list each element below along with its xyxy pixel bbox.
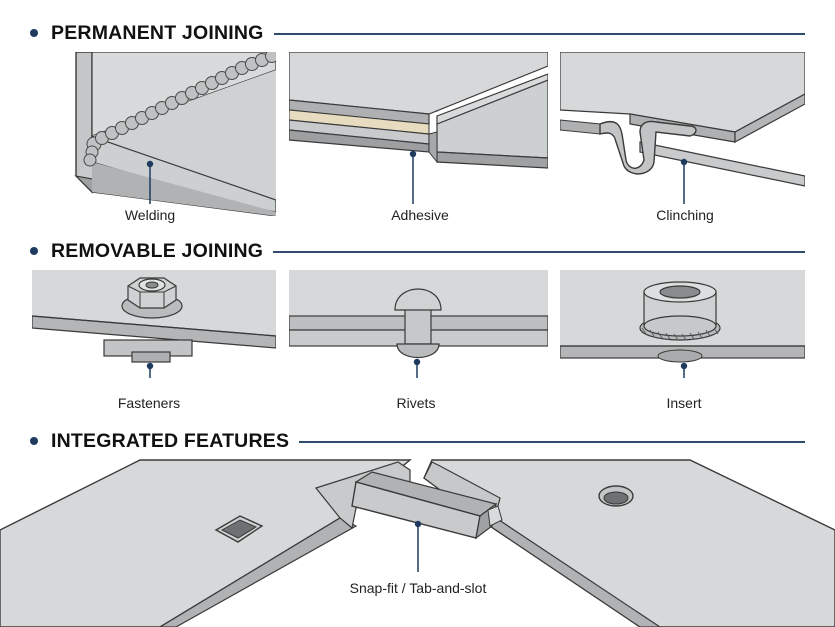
fasteners-illustration [32, 270, 276, 378]
welding-illustration [74, 52, 276, 216]
rivet-icon [394, 288, 442, 358]
caption-fasteners: Fasteners [117, 395, 181, 411]
bullet-icon [30, 29, 38, 37]
rivets-panel [289, 270, 548, 378]
divider [299, 441, 805, 443]
section-header-removable: REMOVABLE JOINING [22, 238, 805, 264]
threaded-insert-icon [639, 281, 721, 363]
caption-adhesive: Adhesive [391, 207, 449, 223]
insert-illustration [560, 270, 805, 378]
leader-dot [409, 150, 417, 158]
section-title: REMOVABLE JOINING [51, 239, 264, 262]
clinching-illustration [560, 52, 805, 204]
bullet-icon [30, 247, 38, 255]
square-slot-icon [214, 515, 264, 543]
adhesive-illustration [289, 52, 548, 204]
leader-dot [146, 362, 154, 370]
caption-insert: Insert [666, 395, 702, 411]
section-header-integrated: INTEGRATED FEATURES [22, 428, 805, 454]
leader-dot [414, 520, 422, 528]
divider [273, 33, 805, 35]
round-hole-icon [598, 485, 634, 507]
clinch-joint [599, 120, 697, 175]
snap-tab-icon [351, 471, 503, 540]
adhesive-panel [289, 52, 548, 216]
caption-clinching: Clinching [656, 207, 714, 223]
section-title: INTEGRATED FEATURES [51, 429, 290, 452]
leader-dot [413, 358, 421, 366]
caption-rivets: Rivets [396, 395, 436, 411]
welding-panel [32, 52, 276, 216]
snapfit-illustration [0, 459, 835, 627]
weld-bead [83, 52, 276, 167]
caption-welding: Welding [124, 207, 176, 223]
caption-snapfit: Snap-fit / Tab-and-slot [343, 580, 493, 596]
clinching-panel [560, 52, 805, 216]
rivets-illustration [289, 270, 548, 378]
divider [273, 251, 805, 253]
hex-bolt-icon [121, 277, 183, 319]
bullet-icon [30, 437, 38, 445]
leader-dot [680, 158, 688, 166]
section-title: PERMANENT JOINING [51, 21, 264, 44]
leader-dot [680, 362, 688, 370]
insert-panel [560, 270, 805, 378]
leader-dot [146, 160, 154, 168]
snapfit-panel [0, 458, 835, 627]
section-header-permanent: PERMANENT JOINING [22, 20, 805, 46]
fasteners-panel [32, 270, 276, 378]
